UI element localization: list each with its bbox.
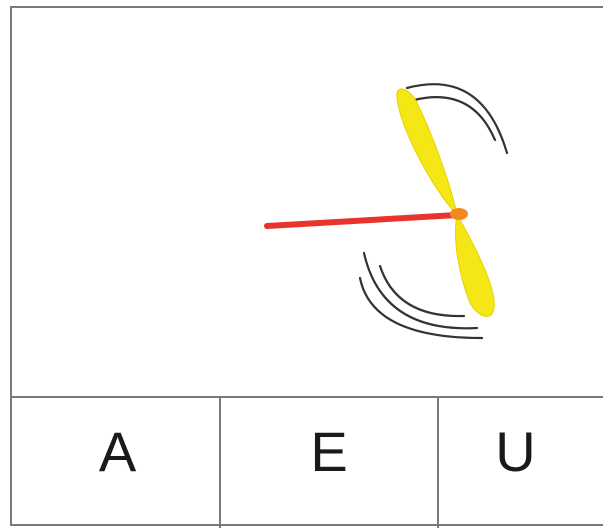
answer-options-row: A E U bbox=[10, 396, 603, 528]
option-a-label: A bbox=[10, 424, 219, 480]
propeller-illustration bbox=[12, 8, 603, 398]
propeller-hub bbox=[450, 208, 468, 220]
picture-card: A E U bbox=[10, 6, 603, 526]
propeller-shaft bbox=[267, 215, 457, 226]
propeller-blades bbox=[397, 89, 494, 317]
option-u-label: U bbox=[439, 424, 603, 480]
option-e-label: E bbox=[221, 424, 437, 480]
